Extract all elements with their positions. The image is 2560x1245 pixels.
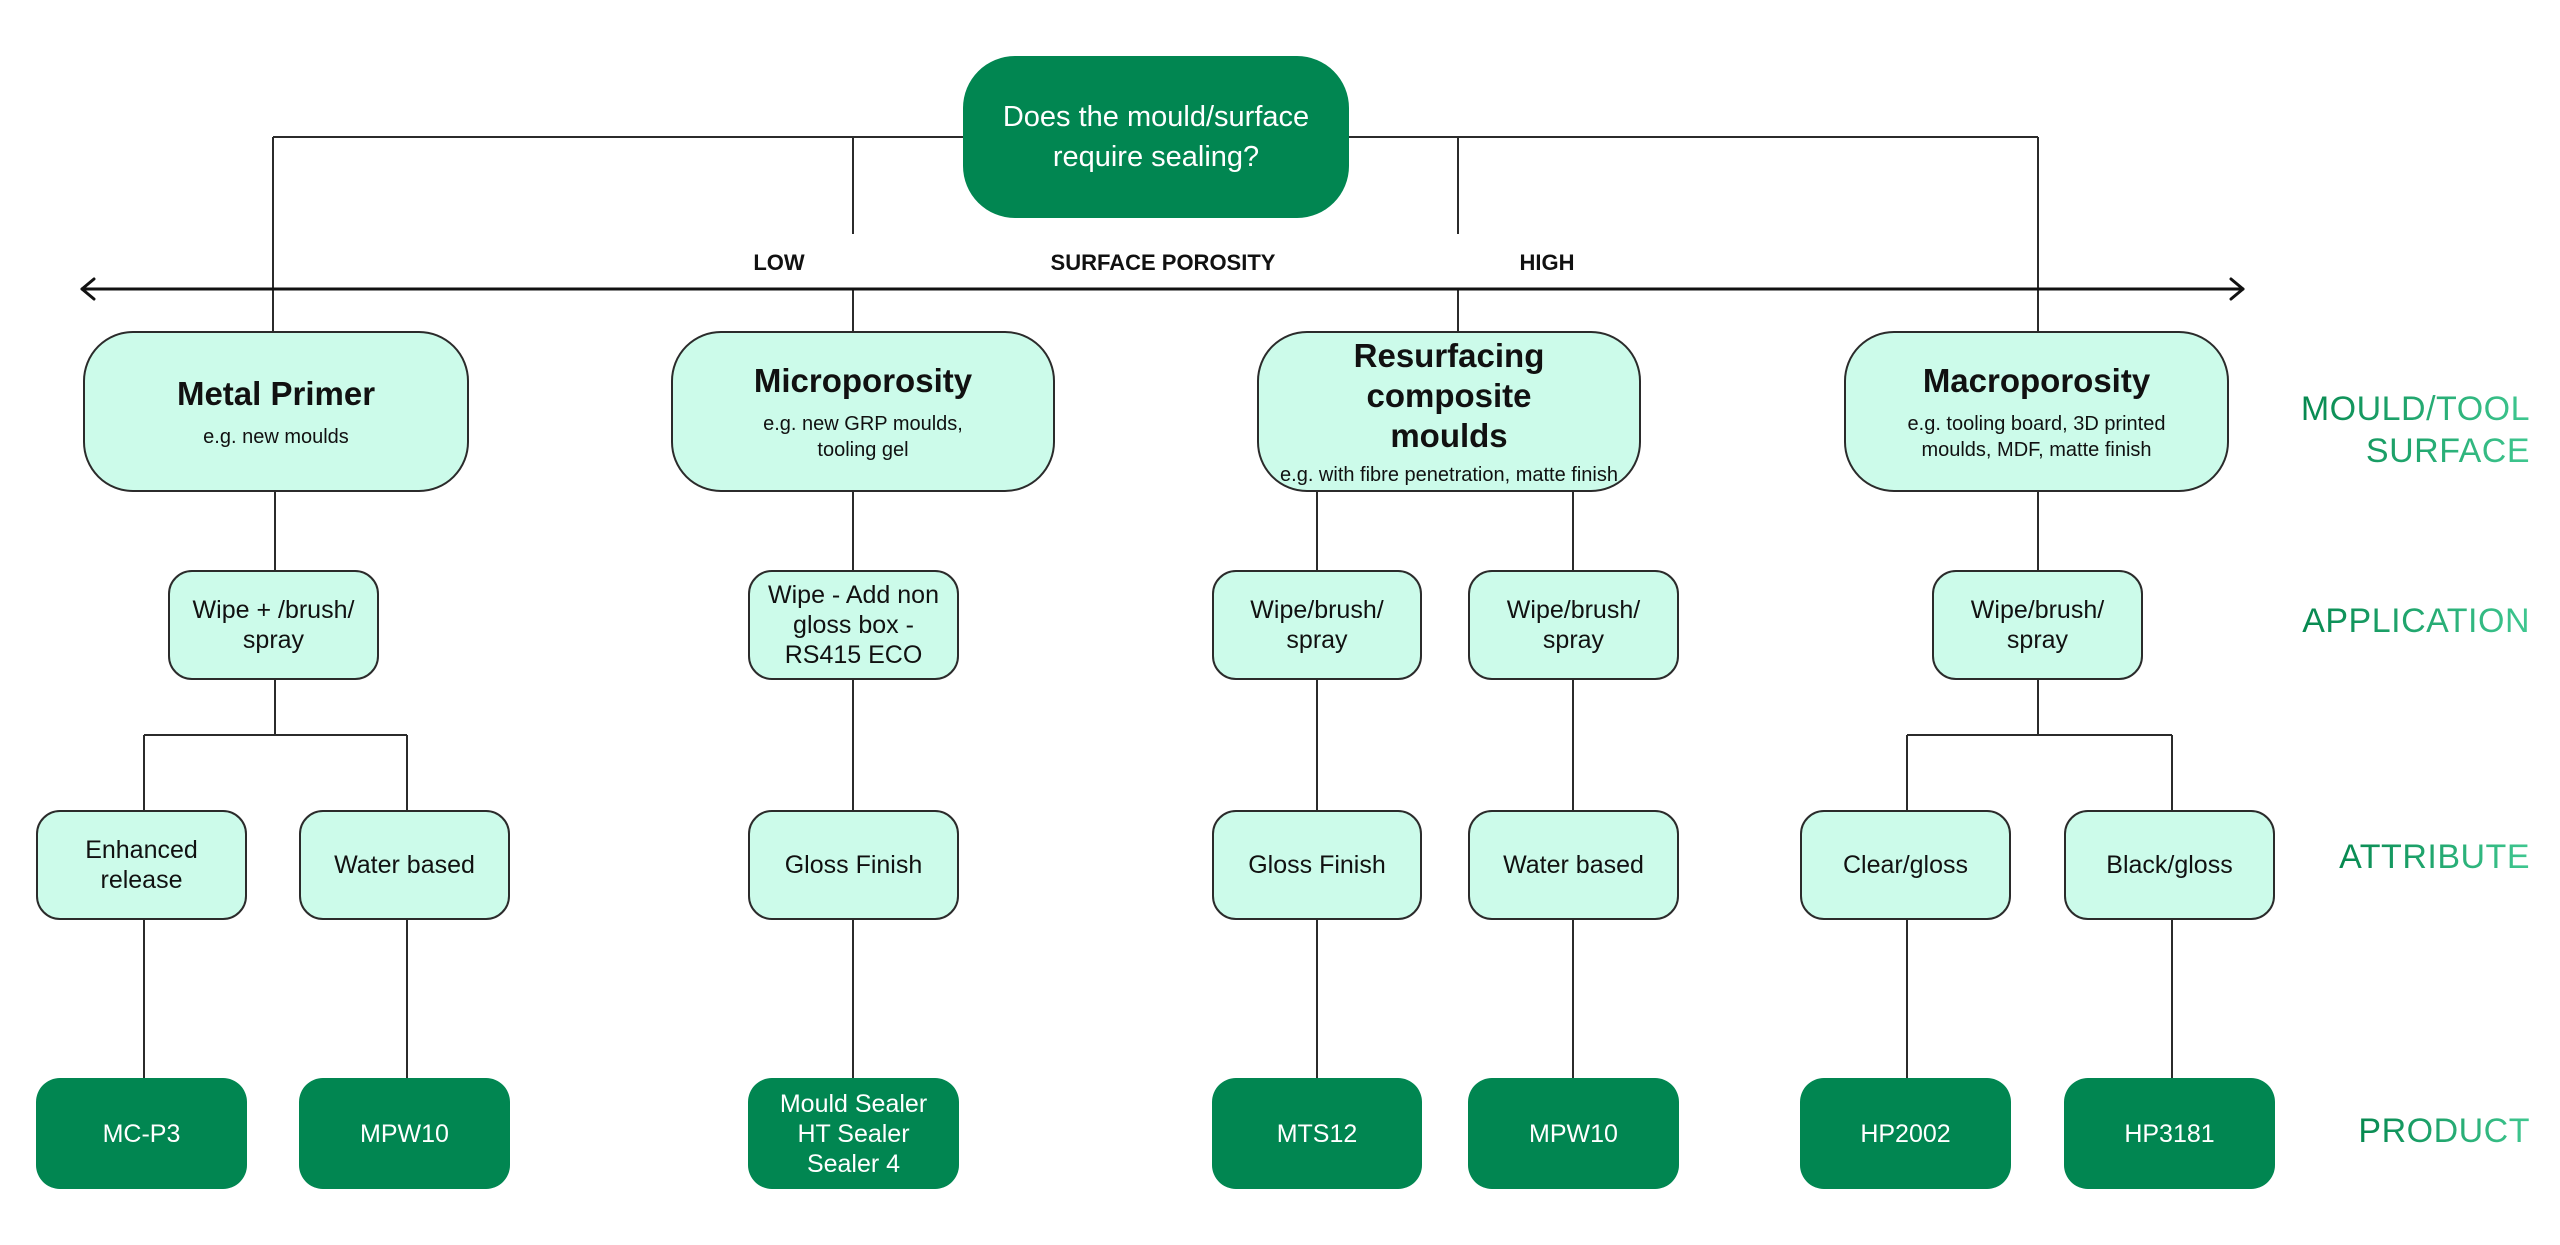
application-text: Wipe + /brush/ spray bbox=[192, 596, 355, 654]
porosity-axis bbox=[80, 277, 2245, 301]
attribute-node: Clear/gloss bbox=[1800, 810, 2011, 920]
attribute-node: Water based bbox=[1468, 810, 1679, 920]
product-text: MPW10 bbox=[360, 1119, 449, 1148]
surface-subtitle: e.g. tooling board, 3D printed moulds, M… bbox=[1907, 412, 2166, 461]
level-label-application: APPLICATION bbox=[2302, 602, 2530, 640]
product-node: MC-P3 bbox=[36, 1078, 247, 1189]
product-text: Mould Sealer HT Sealer Sealer 4 bbox=[779, 1089, 928, 1178]
product-text: HP2002 bbox=[1860, 1119, 1951, 1148]
product-node: MTS12 bbox=[1212, 1078, 1422, 1189]
question-text: Does the mould/surface require sealing? bbox=[1002, 101, 1310, 173]
arrow-right-icon bbox=[2229, 277, 2245, 301]
attribute-text: Gloss Finish bbox=[1248, 851, 1386, 879]
question-node: Does the mould/surface require sealing? bbox=[963, 56, 1349, 218]
application-node: Wipe/brush/ spray bbox=[1468, 570, 1679, 680]
product-node: HP3181 bbox=[2064, 1078, 2275, 1189]
product-text: MTS12 bbox=[1276, 1119, 1358, 1148]
application-node: Wipe - Add non gloss box - RS415 ECO bbox=[748, 570, 959, 680]
application-text: Wipe/brush/ spray bbox=[1506, 596, 1641, 654]
attribute-text: Clear/gloss bbox=[1842, 851, 1969, 879]
application-node: Wipe/brush/ spray bbox=[1212, 570, 1422, 680]
surface-title: Microporosity bbox=[753, 361, 973, 399]
attribute-node: Enhanced release bbox=[36, 810, 247, 920]
application-node: Wipe + /brush/ spray bbox=[168, 570, 379, 680]
axis-title: SURFACE POROSITY bbox=[1050, 250, 1276, 275]
surface-title: Macroporosity bbox=[1922, 361, 2151, 399]
surface-node-metal-primer: Metal Primer e.g. new moulds bbox=[83, 331, 469, 492]
surface-node-microporosity: Microporosity e.g. new GRP moulds, tooli… bbox=[671, 331, 1055, 492]
attribute-text: Enhanced release bbox=[85, 836, 198, 894]
application-text: Wipe/brush/ spray bbox=[1250, 596, 1384, 654]
product-node: Mould Sealer HT Sealer Sealer 4 bbox=[748, 1078, 959, 1189]
surface-subtitle: e.g. new GRP moulds, tooling gel bbox=[763, 412, 963, 461]
product-text: MC-P3 bbox=[102, 1119, 181, 1148]
attribute-node: Water based bbox=[299, 810, 510, 920]
product-node: MPW10 bbox=[1468, 1078, 1679, 1189]
attribute-text: Black/gloss bbox=[2106, 851, 2233, 879]
axis-low-label: LOW bbox=[753, 250, 805, 275]
attribute-node: Gloss Finish bbox=[1212, 810, 1422, 920]
surface-subtitle: e.g. with fibre penetration, matte finis… bbox=[1280, 463, 1618, 486]
surface-node-resurfacing: Resurfacing composite moulds e.g. with f… bbox=[1257, 331, 1641, 492]
product-node: MPW10 bbox=[299, 1078, 510, 1189]
attribute-text: Water based bbox=[1503, 851, 1644, 879]
level-label-product: PRODUCT bbox=[2358, 1112, 2530, 1150]
application-text: Wipe/brush/ spray bbox=[1970, 596, 2105, 654]
level-label-surface: MOULD/TOOL SURFACE bbox=[2300, 390, 2530, 470]
level-label-attribute: ATTRIBUTE bbox=[2339, 838, 2530, 876]
surface-title: Resurfacing composite moulds bbox=[1353, 336, 1545, 454]
surface-subtitle: e.g. new moulds bbox=[203, 425, 349, 448]
product-text: HP3181 bbox=[2124, 1119, 2215, 1148]
product-text: MPW10 bbox=[1529, 1119, 1618, 1148]
axis-high-label: HIGH bbox=[1519, 250, 1575, 275]
attribute-node: Gloss Finish bbox=[748, 810, 959, 920]
arrow-left-icon bbox=[80, 277, 96, 301]
surface-node-macroporosity: Macroporosity e.g. tooling board, 3D pri… bbox=[1844, 331, 2229, 492]
surface-title: Metal Primer bbox=[176, 374, 376, 412]
attribute-text: Gloss Finish bbox=[784, 851, 923, 879]
application-node: Wipe/brush/ spray bbox=[1932, 570, 2143, 680]
application-text: Wipe - Add non gloss box - RS415 ECO bbox=[768, 581, 939, 669]
product-node: HP2002 bbox=[1800, 1078, 2011, 1189]
attribute-node: Black/gloss bbox=[2064, 810, 2275, 920]
attribute-text: Water based bbox=[334, 851, 475, 879]
